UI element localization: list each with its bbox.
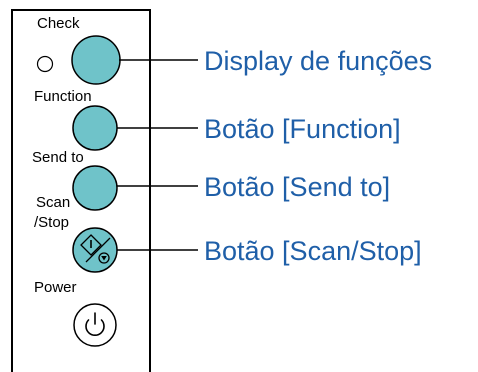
power-label: Power [34, 279, 77, 296]
function-button-callout: Botão [Function] [204, 114, 401, 144]
scan-stop-icon [80, 234, 111, 264]
scan-stop-button-callout: Botão [Scan/Stop] [204, 236, 422, 266]
power-icon [85, 312, 105, 336]
function-button[interactable] [72, 105, 118, 151]
scan-stop-button[interactable] [72, 227, 118, 273]
panel-outline [11, 9, 151, 372]
stop-label: /Stop [34, 214, 69, 231]
function-label: Function [34, 88, 92, 105]
check-led [36, 55, 54, 73]
send-to-button[interactable] [72, 165, 118, 211]
scan-label: Scan [36, 194, 70, 211]
check-label: Check [37, 15, 80, 32]
function-display [71, 35, 121, 85]
function-display-callout: Display de funções [204, 46, 432, 76]
power-button[interactable] [73, 303, 117, 347]
send-to-button-callout: Botão [Send to] [204, 172, 390, 202]
send-to-label: Send to [32, 149, 84, 166]
